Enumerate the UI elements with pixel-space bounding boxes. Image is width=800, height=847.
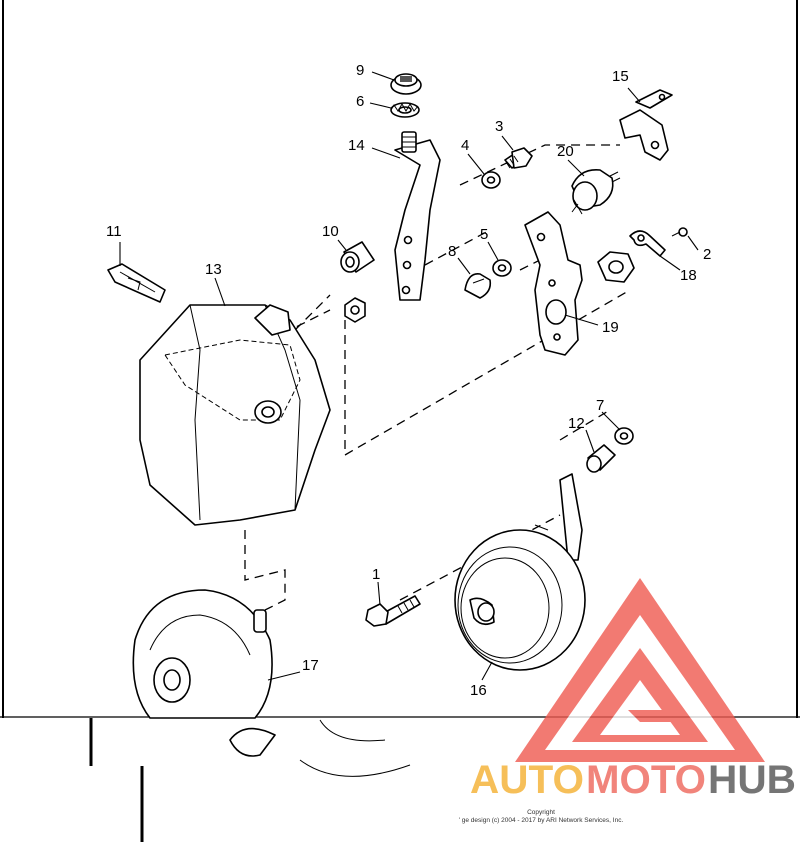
automotohub-logo xyxy=(515,578,765,762)
bracket-part-14 xyxy=(394,131,441,301)
washer-part-5 xyxy=(492,259,512,277)
callout-7: 7 xyxy=(596,397,604,414)
washer-part-7 xyxy=(614,427,634,445)
lock-washer-part-6 xyxy=(390,102,420,118)
watermark-moto: MOTO xyxy=(586,758,706,802)
bolt-part-1 xyxy=(365,595,421,627)
callout-6: 6 xyxy=(356,93,364,110)
cap-nut-part-9 xyxy=(390,73,422,95)
callout-13: 13 xyxy=(205,261,222,278)
assembly-lines xyxy=(244,144,631,611)
callout-18: 18 xyxy=(680,267,697,284)
logo-g-bar xyxy=(628,710,676,722)
callout-9: 9 xyxy=(356,62,364,79)
callout-17: 17 xyxy=(302,657,319,674)
copyright-line-2: ' ge design (c) 2004 - 2017 by ARI Netwo… xyxy=(459,817,624,824)
callout-20: 20 xyxy=(557,143,574,160)
callout-5: 5 xyxy=(480,226,488,243)
screw-part-2 xyxy=(671,227,688,237)
acorn-nut-part-8 xyxy=(464,273,492,299)
callout-1: 1 xyxy=(372,566,380,583)
copyright-notice: Copyright ' ge design (c) 2004 - 2017 by… xyxy=(459,809,624,824)
callout-12: 12 xyxy=(568,415,585,432)
callout-14: 14 xyxy=(348,137,365,154)
spacer-part-12 xyxy=(586,444,616,473)
callout-16: 16 xyxy=(470,682,487,699)
callout-8: 8 xyxy=(448,243,456,260)
callout-11: 11 xyxy=(106,223,122,240)
callout-3: 3 xyxy=(495,118,503,135)
leader-lines xyxy=(119,71,699,681)
callout-4: 4 xyxy=(461,137,469,154)
copyright-line-1: Copyright xyxy=(527,809,555,816)
callout-10: 10 xyxy=(322,223,339,240)
washer-part-4 xyxy=(481,171,501,189)
jam-nut xyxy=(597,251,635,283)
mounting-bracket-part-15 xyxy=(619,89,673,161)
horn-part-16 xyxy=(454,473,586,671)
clip-part-11 xyxy=(107,263,166,303)
callouts: 9 6 14 4 3 20 15 11 10 13 8 5 2 18 19 7 … xyxy=(106,62,711,699)
callout-15: 15 xyxy=(612,68,629,85)
horn-cover-part-13 xyxy=(139,304,331,526)
bushing-part-10 xyxy=(340,241,375,273)
bolt-part-3 xyxy=(504,147,533,169)
rubber-mount-part-20 xyxy=(571,169,621,215)
nut-small xyxy=(344,297,366,323)
watermark-auto: AUTO xyxy=(470,758,584,802)
bracket-plate-part-19 xyxy=(524,211,583,356)
horn-part-17 xyxy=(132,589,411,777)
callout-2: 2 xyxy=(703,246,711,263)
clamp-part-18 xyxy=(629,230,666,257)
watermark-hub: HUB xyxy=(708,758,796,802)
callout-19: 19 xyxy=(602,319,619,336)
watermark-text: AUTO MOTO HUB xyxy=(470,758,796,802)
